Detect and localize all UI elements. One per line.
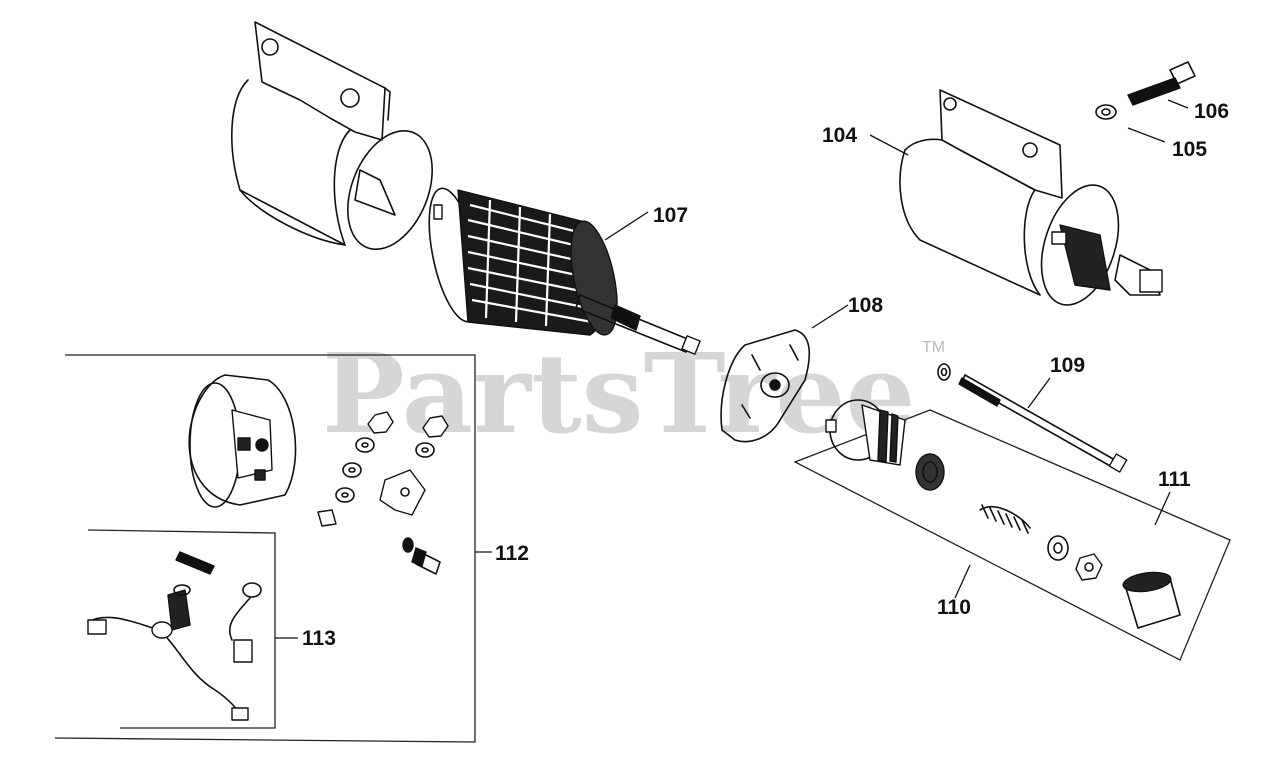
brush-end-kit-112-box xyxy=(54,354,476,743)
leader-lines xyxy=(275,99,1189,639)
starter-motor-assembly xyxy=(899,89,1163,306)
callout-109: 109 xyxy=(1050,354,1085,377)
callout-108: 108 xyxy=(848,294,883,317)
field-frame-housing xyxy=(231,21,433,251)
end-plate-108 xyxy=(720,329,811,443)
watermark-trademark: TM xyxy=(922,339,945,356)
callout-112: 112 xyxy=(495,542,529,565)
callout-107: 107 xyxy=(653,204,688,227)
drive-pinion-gear xyxy=(825,399,906,466)
callout-110: 110 xyxy=(937,596,971,619)
brush-wire-assembly xyxy=(87,551,262,721)
washer-small xyxy=(937,363,951,381)
dust-cover-cap xyxy=(1122,571,1181,629)
callout-104: 104 xyxy=(822,124,857,147)
callout-111: 111 xyxy=(1158,468,1191,491)
bearing-ring xyxy=(915,453,945,491)
callout-106: 106 xyxy=(1194,100,1229,123)
terminal-hardware-group xyxy=(317,411,449,575)
armature-part xyxy=(428,187,701,355)
through-bolt-106 xyxy=(1127,61,1196,106)
callout-105: 105 xyxy=(1172,138,1207,161)
washer-105 xyxy=(1095,104,1117,120)
callout-113: 113 xyxy=(302,627,336,650)
drive-spring xyxy=(979,504,1031,534)
through-bolt-109 xyxy=(958,374,1128,473)
commutator-end-cap xyxy=(188,374,297,508)
hex-nut xyxy=(1075,553,1103,581)
watermark-text: PartsTree xyxy=(322,329,916,458)
brush-kit-113-box xyxy=(87,529,276,729)
spring-washer xyxy=(1047,535,1069,561)
